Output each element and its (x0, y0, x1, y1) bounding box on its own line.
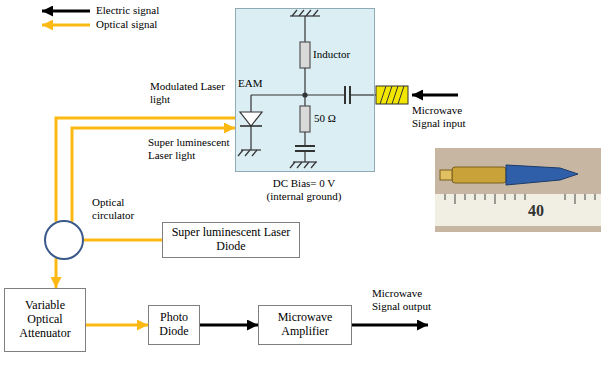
part-name: Inductor (313, 48, 363, 61)
circuit (238, 10, 376, 168)
module-fill (235, 8, 375, 172)
optical-connector (56, 118, 235, 222)
signal-label: Microwave Signal input (412, 104, 492, 129)
process-box: Photo Diode (148, 305, 200, 345)
signal-arrow (352, 324, 428, 327)
legend-entry: Electric signal (96, 4, 159, 17)
optical-connector (86, 324, 148, 327)
node-text: Photo Diode (154, 311, 194, 339)
node-text: Microwave Amplifier (264, 311, 346, 339)
node-text: Optical circulator (92, 196, 162, 221)
signal-arrow (412, 94, 458, 97)
device-photo (435, 148, 601, 232)
part-name: 50 Ω (314, 112, 354, 125)
node-text: Super luminescent Laser Diode (168, 226, 294, 254)
node-text: DC Bias= 0 V (internal ground) (258, 177, 350, 202)
signal-label: Microwave Signal output (372, 287, 452, 312)
module-box: DC Bias= 0 V (internal ground) (235, 8, 375, 172)
signal-label: Super luminescent Laser light (148, 136, 242, 161)
sma-connector (376, 86, 408, 104)
part-name: EAM (238, 77, 268, 90)
optical-connector (55, 258, 58, 288)
signal-label: Modulated Laser light (150, 80, 230, 105)
process-box: Variable Optical Attenuator (4, 288, 86, 352)
process-box: Super luminescent Laser Diode (162, 222, 300, 258)
legend-arrow (42, 24, 90, 27)
legend-text: Optical signal (96, 18, 157, 30)
process-box: Microwave Amplifier (258, 305, 352, 345)
node-text: Variable Optical Attenuator (10, 299, 80, 340)
electric-connector (200, 324, 258, 327)
ruler-number: 40 (528, 202, 558, 220)
optical-connector (84, 239, 162, 242)
legend-text: Electric signal (96, 4, 159, 16)
circulator-circle: Optical circulator (44, 220, 84, 260)
legend-arrow (42, 10, 90, 13)
legend-entry: Optical signal (96, 18, 157, 31)
